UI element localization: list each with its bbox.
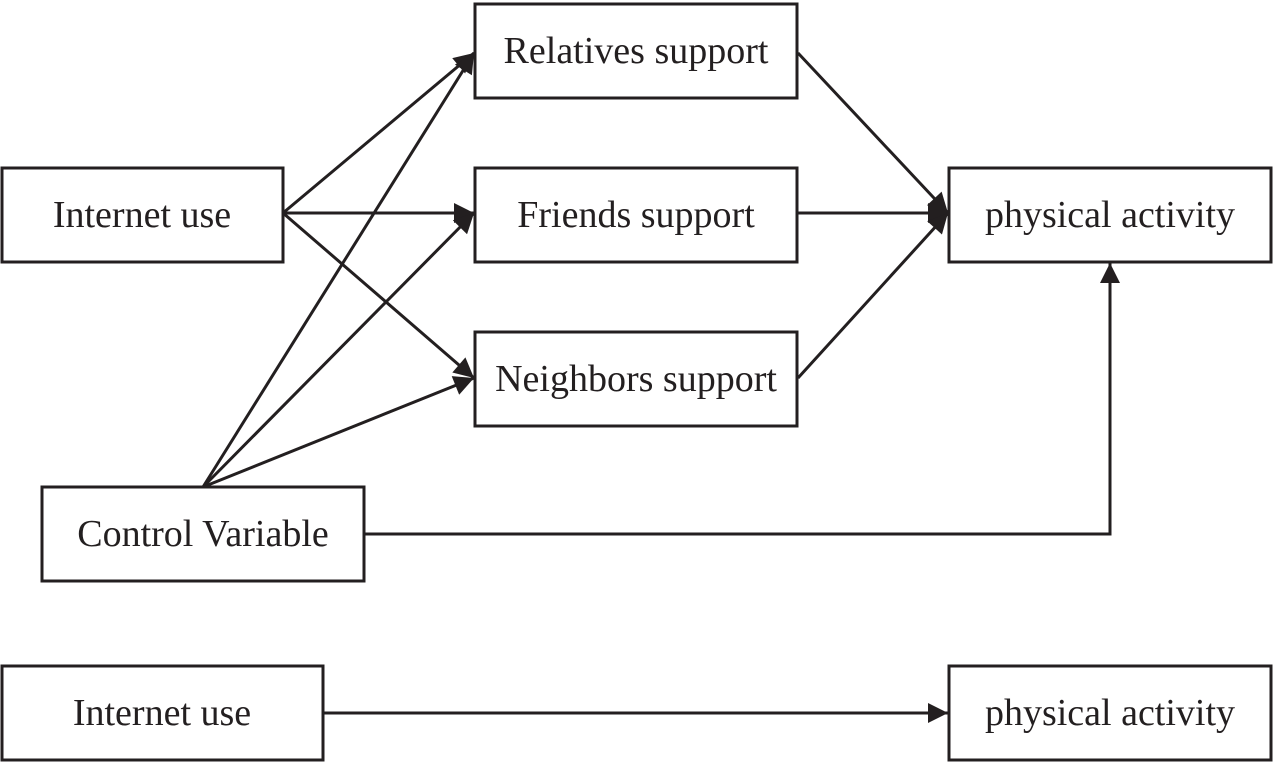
- arrow-control-to-relatives: [201, 52, 476, 488]
- node-internet-use-direct-label: Internet use: [73, 692, 251, 734]
- node-relatives-support: Relatives support: [473, 2, 799, 100]
- arrow-relatives-to-activity: [796, 51, 950, 215]
- node-friends-support: Friends support: [473, 166, 799, 264]
- node-neighbors-support: Neighbors support: [473, 330, 799, 428]
- arrow-control-to-neighbors: [202, 376, 475, 489]
- node-internet-use-label: Internet use: [53, 194, 231, 236]
- node-control-variable: Control Variable: [40, 485, 366, 583]
- arrow-control-to-friends: [201, 211, 476, 489]
- node-friends-support-label: Friends support: [517, 194, 755, 236]
- arrow-internet-to-neighbors: [282, 211, 475, 380]
- node-physical-activity-direct: physical activity: [947, 664, 1273, 762]
- node-physical-activity-direct-label: physical activity: [985, 692, 1235, 734]
- arrow-control-to-activity: [364, 263, 1120, 536]
- node-internet-use: Internet use: [0, 166, 285, 264]
- node-relatives-support-label: Relatives support: [504, 30, 769, 72]
- edge-layer: [201, 51, 1120, 723]
- node-internet-use-direct: Internet use: [0, 664, 325, 762]
- node-neighbors-support-label: Neighbors support: [495, 358, 777, 400]
- node-physical-activity: physical activity: [947, 166, 1273, 264]
- arrow-internet-to-relatives: [282, 51, 475, 215]
- arrow-neighbors-to-activity: [796, 211, 950, 380]
- node-physical-activity-label: physical activity: [985, 194, 1235, 236]
- node-control-variable-label: Control Variable: [77, 513, 329, 555]
